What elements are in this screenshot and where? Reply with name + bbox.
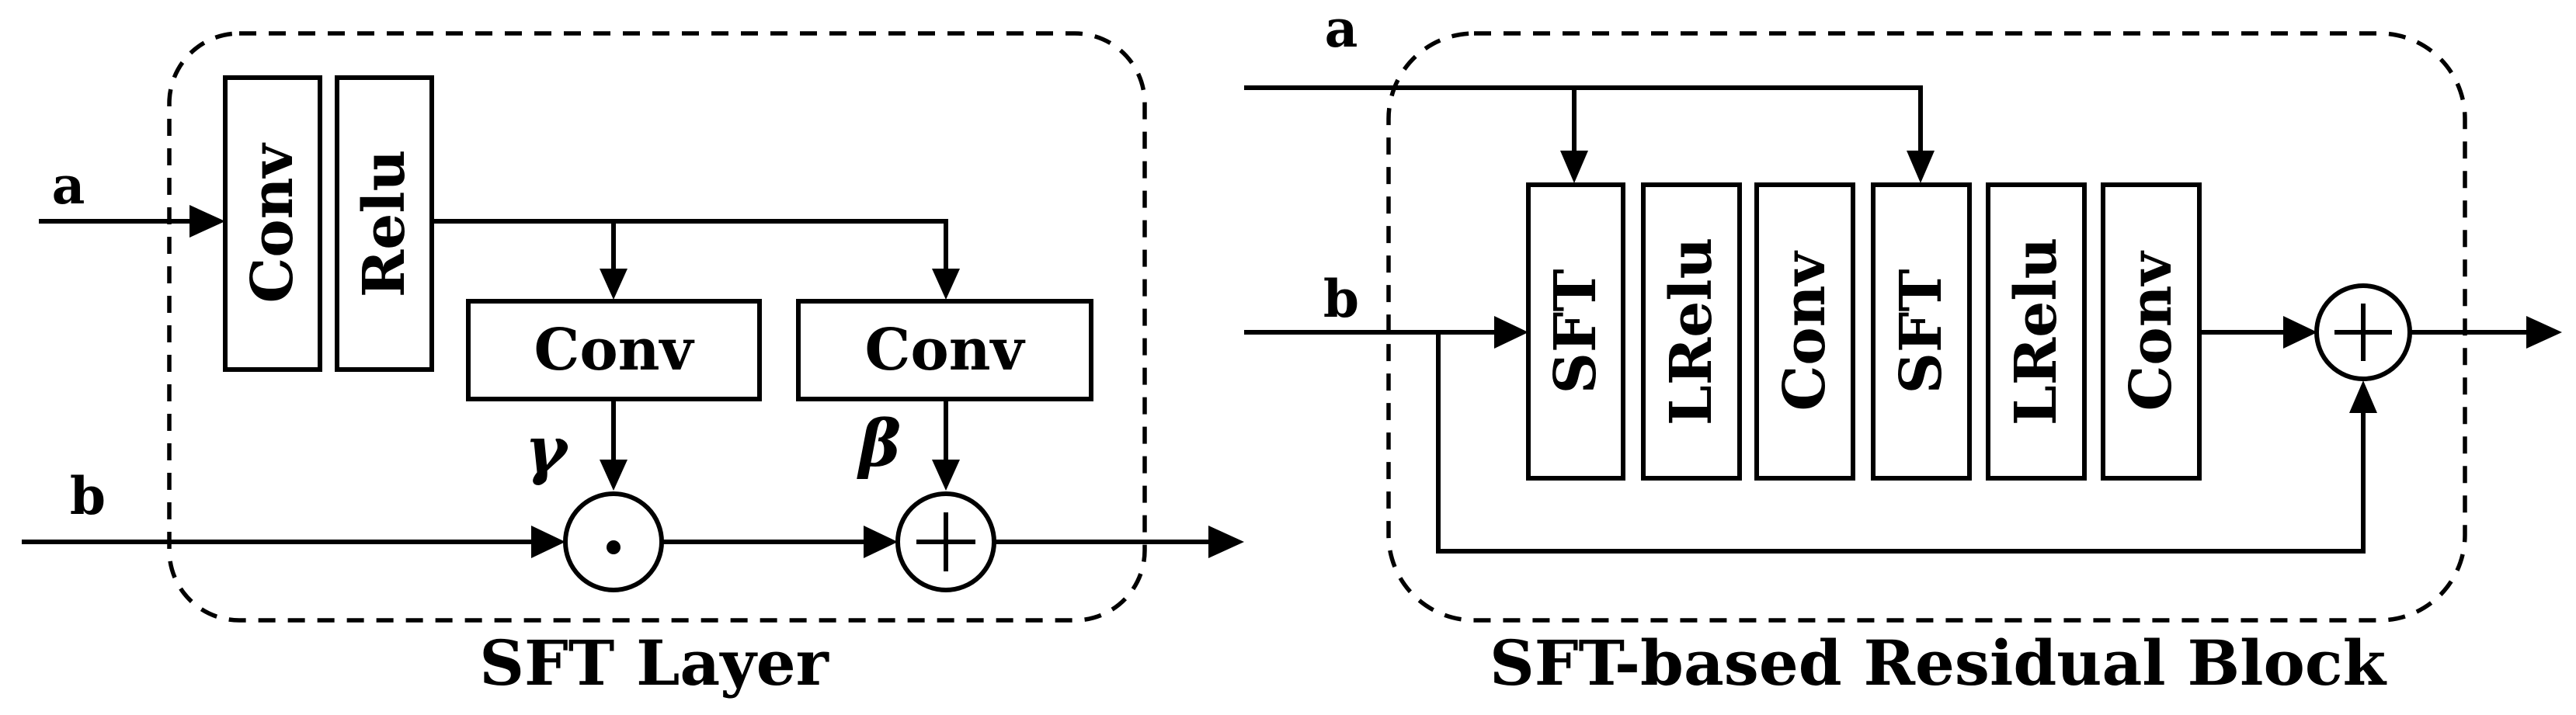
sft-residual-sft-label-2: SFT: [1888, 269, 1955, 394]
sft-residual-input-a-line: [1244, 85, 1923, 152]
sft-residual-conv-label-1: Conv: [1771, 250, 1838, 411]
sft-layer-boundary: [167, 31, 1147, 623]
sft-layer-conv-block: [223, 75, 322, 372]
sft-layer-multiply-dot: [607, 540, 621, 554]
sft-layer-gamma-conv-label: Conv: [534, 317, 694, 384]
sft-layer-split-line: [432, 219, 948, 272]
sft-layer-gamma-conv-block: [466, 299, 762, 401]
sft-residual-caption: SFT-based Residual Block: [1490, 626, 2387, 699]
sft-residual-conv-label-2: Conv: [2118, 250, 2185, 411]
sft-residual-lrelu-label-2: LRelu: [2003, 238, 2070, 426]
sft-layer-beta-conv-label: Conv: [864, 317, 1025, 384]
sft-layer-beta-symbol: β: [857, 407, 901, 481]
sft-residual-lrelu-block-1: [1641, 182, 1742, 481]
sft-residual-input-a-label: a: [1325, 0, 1358, 59]
sft-residual-boundary: [1386, 31, 2467, 623]
sft-residual-lrelu-block-2: [1986, 182, 2087, 481]
sft-layer-conv-label: Conv: [239, 142, 306, 303]
sft-residual-skip-connection: [1436, 332, 2366, 554]
sft-layer-gamma-symbol: γ: [525, 413, 570, 488]
sft-residual-input-b-label: b: [1323, 269, 1359, 329]
sft-residual-conv-block-1: [1754, 182, 1855, 481]
sft-layer-input-a-label: a: [52, 155, 85, 216]
sft-residual-conv-block-2: [2101, 182, 2202, 481]
sft-layer-caption: SFT Layer: [479, 626, 829, 699]
sft-residual-sft-block-2: [1871, 182, 1972, 481]
sft-residual-lrelu-label-1: LRelu: [1658, 238, 1725, 426]
sft-residual-sft-label-1: SFT: [1542, 269, 1609, 394]
sft-layer-relu-label: Relu: [351, 150, 418, 298]
sft-layer-diagram: a Conv Relu Conv Conv γ β b: [22, 31, 1244, 699]
sft-residual-block-diagram: a b SFT LRelu Conv SFT LRelu Conv: [1244, 0, 2562, 699]
sft-residual-sft-block-1: [1526, 182, 1625, 481]
sft-layer-input-b-label: b: [70, 466, 106, 526]
